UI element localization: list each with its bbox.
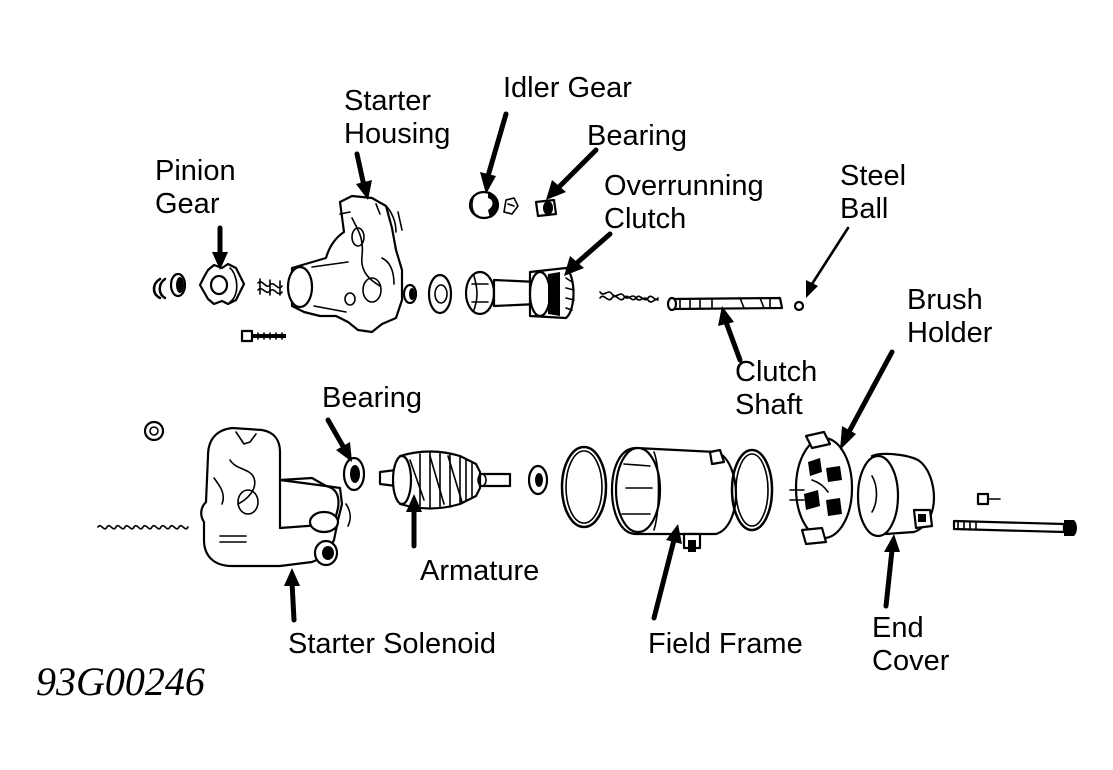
bearing-top-label: Bearing (587, 120, 687, 153)
steel-ball-label-line1: Steel (840, 160, 907, 192)
brush-holder-label-line2: Holder (907, 317, 993, 349)
overrunning-clutch-pointer (564, 231, 613, 276)
starter-housing-label-line1: Starter (344, 85, 432, 117)
figure-code: 93G00246 (36, 659, 205, 704)
overrunning-clutch-part (464, 266, 575, 320)
armature-bearing-part (527, 464, 549, 496)
pinion-spring-part (257, 278, 283, 296)
armature-pointer (406, 494, 422, 549)
end-cover-label-line1: End (872, 612, 924, 644)
pinion-gear-label: Pinion Gear (155, 155, 236, 221)
housing-bolt-part (240, 329, 286, 343)
bearing-bottom-pointer (325, 417, 352, 462)
end-screw-part (976, 492, 1001, 506)
brush-holder-pointer (840, 349, 895, 450)
field-frame-pointer (651, 524, 682, 621)
starter-housing-label-line2: Housing (344, 118, 451, 150)
pinion-gear-label-line1: Pinion (155, 155, 236, 187)
starter-solenoid-part (200, 426, 351, 568)
clutch-shaft-label-line2: Shaft (735, 389, 803, 421)
gasket-right-part (730, 448, 774, 532)
end-cover-label: End Cover (872, 612, 949, 678)
pinion-gear-pointer (212, 225, 228, 270)
snap-ring-part (152, 277, 167, 300)
solenoid-nut-part (143, 420, 165, 442)
idler-gear-pointer (480, 111, 509, 194)
idler-gear-label-line1: Idler Gear (503, 72, 632, 104)
clutch-shaft-pointer (718, 306, 743, 363)
solenoid-bearing-part (342, 456, 366, 492)
starter-solenoid-label: Starter Solenoid (288, 628, 496, 661)
idler-gear-label: Idler Gear (503, 72, 632, 105)
overrunning-clutch-label-line2: Clutch (604, 203, 687, 235)
pinion-retainer-part (169, 272, 187, 298)
steel-ball-part (793, 300, 805, 312)
steel-ball-label: Steel Ball (840, 160, 906, 226)
pinion-gear-label-line2: Gear (155, 188, 220, 220)
armature-label: Armature (420, 555, 539, 588)
starter-housing-part (286, 194, 404, 334)
clutch-shaft-part (666, 296, 784, 312)
housing-seal-part (402, 283, 418, 305)
field-frame-label-line1: Field Frame (648, 628, 803, 660)
steel-ball-pointer (806, 226, 850, 298)
end-cover-label-line2: Cover (872, 645, 950, 677)
bearing-bottom-label-line1: Bearing (322, 382, 422, 414)
clutch-shaft-label-line1: Clutch (735, 356, 818, 388)
idler-pin-part (503, 197, 519, 215)
starter-solenoid-pointer (284, 568, 300, 623)
brush-holder-label: Brush Holder (907, 284, 992, 350)
pinion-gear-part (198, 262, 246, 306)
bearing-bottom-label: Bearing (322, 382, 422, 415)
armature-label-line1: Armature (420, 555, 540, 587)
steel-ball-label-line2: Ball (840, 193, 889, 225)
brush-holder-part (789, 430, 854, 546)
starter-housing-pointer (354, 151, 372, 200)
bearing-top-pointer (546, 147, 599, 200)
field-frame-part (610, 446, 738, 552)
idler-gear-part (468, 190, 500, 220)
washer-part (427, 273, 453, 315)
overrunning-clutch-label-line1: Overrunning (604, 170, 764, 202)
gasket-left-part (560, 445, 608, 529)
brush-holder-label-line1: Brush (907, 284, 983, 316)
idler-bearing-part (534, 198, 558, 218)
overrunning-clutch-label: Overrunning Clutch (604, 170, 764, 236)
clutch-shaft-label: Clutch Shaft (735, 356, 817, 422)
solenoid-spring-part (97, 524, 189, 530)
starter-housing-label: Starter Housing (344, 85, 450, 151)
end-cover-pointer (883, 534, 900, 609)
armature-part (378, 450, 512, 510)
starter-solenoid-label-line1: Starter Solenoid (288, 628, 496, 660)
field-frame-label: Field Frame (648, 628, 803, 661)
end-cover-part (856, 452, 936, 538)
through-bolt-part (952, 519, 1077, 536)
clutch-spring-part (599, 291, 659, 303)
bearing-top-label-line1: Bearing (587, 120, 687, 152)
